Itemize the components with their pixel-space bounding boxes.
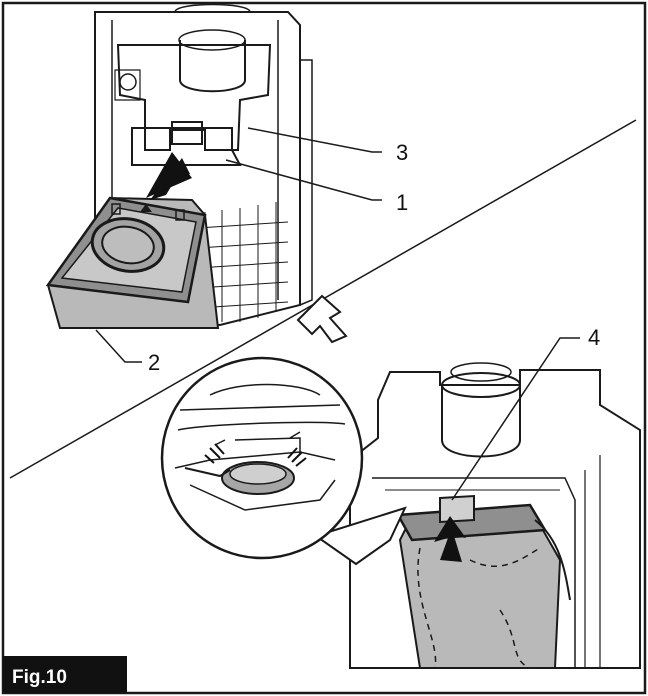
figure-label: Fig.10	[12, 667, 67, 688]
insert-arrow-bottom	[434, 516, 466, 562]
dust-bag-installed	[395, 494, 571, 669]
mounting-plate	[116, 44, 272, 151]
callout-2: 2	[148, 350, 160, 375]
top-view	[94, 3, 313, 327]
detail-magnifier	[160, 356, 407, 566]
holder-lock	[439, 494, 475, 524]
leader-lines	[95, 127, 580, 501]
callout-1: 1	[396, 190, 408, 215]
fig-label-box	[3, 656, 127, 693]
callout-3: 3	[396, 140, 408, 165]
dust-bag-top	[45, 196, 220, 329]
transition-arrow	[296, 294, 348, 344]
callout-4: 4	[588, 325, 600, 350]
bag-holder	[171, 121, 203, 145]
click-marks	[204, 443, 307, 467]
